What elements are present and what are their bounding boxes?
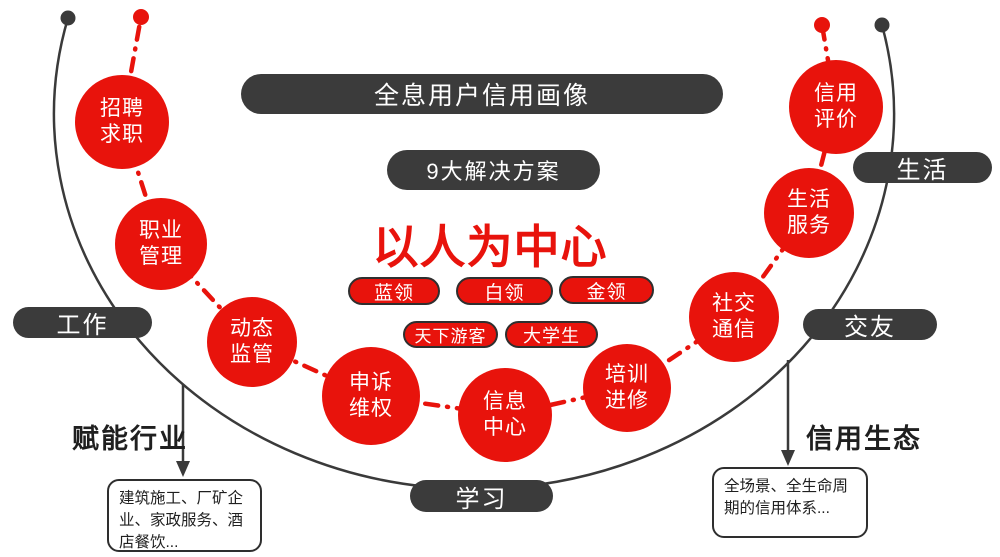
label-industry-empowerment: 赋能行业 xyxy=(72,424,188,454)
pill-friends-label: 交友 xyxy=(844,314,896,341)
pill-study-label: 学习 xyxy=(455,485,508,513)
tag-college-students-label: 大学生 xyxy=(523,325,580,346)
tag-white-collar-label: 白领 xyxy=(484,282,525,304)
box-industry-examples-text: 建筑施工、厂矿企业、家政服务、酒店餐饮... xyxy=(119,490,244,551)
circle-appeal-label: 申诉 维权 xyxy=(349,371,393,420)
banner-nine-solutions: 9大解决方案 xyxy=(387,150,600,190)
pill-friends: 交友 xyxy=(803,309,937,341)
circle-career-management: 职业 管理 xyxy=(115,198,207,290)
box-industry-examples: 建筑施工、厂矿企业、家政服务、酒店餐饮... xyxy=(107,479,262,552)
chain-endpoint-dot-left xyxy=(133,9,149,25)
arc-endpoint-dot-left xyxy=(60,10,76,26)
box-credit-system-text: 全场景、全生命周期的信用体系... xyxy=(724,478,849,517)
circle-career-label: 职业 管理 xyxy=(139,219,183,268)
banner-nine-solutions-label: 9大解决方案 xyxy=(426,159,561,184)
circle-information-center: 信息 中心 xyxy=(458,368,552,462)
tag-tourists: 天下游客 xyxy=(403,321,498,348)
circle-training-label: 培训 进修 xyxy=(605,363,649,412)
circle-recruitment-label: 招聘 求职 xyxy=(100,97,144,146)
arrow-left-head xyxy=(176,461,190,477)
chain-endpoint-dot-right xyxy=(814,17,830,33)
circle-credit-evaluation: 信用 评价 xyxy=(789,60,883,154)
tag-blue-collar: 蓝领 xyxy=(348,277,440,305)
arrow-right-head xyxy=(781,450,795,466)
center-title: 以人为中心 xyxy=(372,221,608,273)
circle-life-services: 生活 服务 xyxy=(764,168,854,258)
circle-dynamic-supervision: 动态 监管 xyxy=(207,297,297,387)
circle-social-communication: 社交 通信 xyxy=(689,272,779,362)
tag-tourists-label: 天下游客 xyxy=(414,327,487,346)
circle-information-label: 信息 中心 xyxy=(483,390,527,439)
circle-training: 培训 进修 xyxy=(583,344,671,432)
banner-credit-portrait: 全息用户信用画像 xyxy=(241,74,723,114)
pill-study: 学习 xyxy=(410,480,553,513)
circle-recruitment-job-seeking: 招聘 求职 xyxy=(75,75,169,169)
tag-gold-collar-label: 金领 xyxy=(586,281,627,303)
circle-credit-evaluation-label: 信用 评价 xyxy=(814,82,858,131)
pill-life: 生活 xyxy=(853,152,992,184)
banner-credit-portrait-label: 全息用户信用画像 xyxy=(373,82,590,110)
pill-life-label: 生活 xyxy=(896,157,949,184)
tag-college-students: 大学生 xyxy=(505,321,598,348)
label-credit-ecosystem: 信用生态 xyxy=(806,424,922,454)
circle-supervision-label: 动态 监管 xyxy=(230,317,274,366)
box-credit-system: 全场景、全生命周期的信用体系... xyxy=(712,467,868,538)
tag-blue-collar-label: 蓝领 xyxy=(373,282,414,304)
circle-social-label: 社交 通信 xyxy=(712,292,756,341)
circle-appeal-rights: 申诉 维权 xyxy=(322,347,420,445)
pill-work: 工作 xyxy=(13,307,152,339)
arc-endpoint-dot-right xyxy=(874,17,890,33)
pill-work-label: 工作 xyxy=(56,312,109,339)
tag-white-collar: 白领 xyxy=(456,277,553,305)
tag-gold-collar: 金领 xyxy=(559,276,654,304)
circle-life-services-label: 生活 服务 xyxy=(787,188,831,237)
